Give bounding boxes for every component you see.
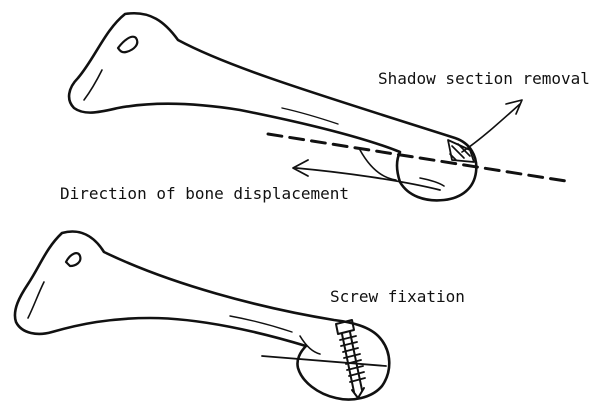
label-shadow-section-removal: Shadow section removal <box>378 71 590 87</box>
bone-bottom-inner-curve <box>28 282 44 318</box>
bone-bottom-fixation-line <box>262 356 386 366</box>
bone-top <box>69 13 476 200</box>
bone-top-outline <box>69 13 476 200</box>
bone-top-cut-line <box>420 178 444 186</box>
shadow-wedge <box>448 140 474 162</box>
label-direction-of-bone-displacement: Direction of bone displacement <box>60 186 349 202</box>
bone-top-inner-curve <box>84 70 102 100</box>
shadow-removal-arrow <box>462 100 522 152</box>
bone-bottom-head-detail <box>66 253 80 266</box>
label-screw-fixation: Screw fixation <box>330 289 465 305</box>
bone-top-head-detail <box>118 37 137 53</box>
osteotomy-dashed-line <box>268 134 572 182</box>
bone-bottom <box>15 232 389 400</box>
fixation-screw <box>336 320 365 398</box>
